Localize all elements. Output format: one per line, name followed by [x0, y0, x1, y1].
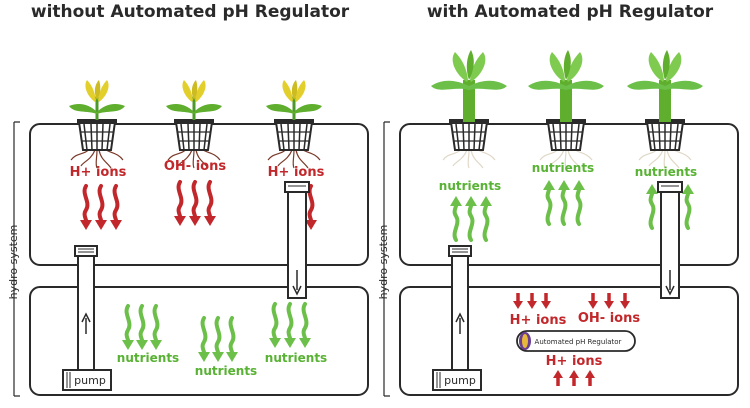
left-green-arrows-3 — [267, 302, 313, 350]
right-pump-pipe — [448, 245, 472, 371]
ph-regulator: Automated pH Regulator — [516, 330, 636, 352]
right-plant-2 — [528, 50, 604, 169]
left-bottom-label-3: nutrients — [265, 351, 327, 365]
right-pump — [432, 369, 482, 391]
right-green-arrows-1 — [448, 194, 494, 242]
right-pump-label: pump — [444, 374, 476, 387]
left-pump-label: pump — [74, 374, 106, 387]
right-return-pipe — [657, 181, 683, 299]
left-green-arrows-2 — [196, 316, 240, 364]
left-bottom-label-1: nutrients — [117, 351, 179, 365]
right-green-arrows-2 — [541, 178, 587, 226]
right-bottom-label-3: H+ ions — [546, 354, 603, 369]
right-bottom-label-1: H+ ions — [510, 313, 567, 328]
right-top-label-3: nutrients — [635, 165, 697, 179]
left-lower-tank — [29, 286, 369, 396]
right-top-label-1: nutrients — [439, 179, 501, 193]
left-top-label-3: H+ ions — [268, 165, 325, 180]
right-bottom-label-2: OH- ions — [578, 311, 640, 326]
right-lower-tank — [399, 286, 739, 396]
left-green-arrows-1 — [120, 304, 164, 352]
right-plant-3 — [627, 50, 703, 169]
right-red-arrows-1 — [511, 291, 553, 311]
left-pump-pipe — [74, 245, 98, 371]
left-red-arrows-1 — [78, 184, 124, 232]
ph-regulator-label: Automated pH Regulator — [535, 338, 622, 346]
left-plant-2 — [164, 78, 224, 169]
left-panel: without Automated pH Regulator hydro sys… — [7, 2, 369, 397]
left-top-label-1: H+ ions — [70, 165, 127, 180]
left-return-pipe — [284, 181, 310, 299]
right-top-label-2: nutrients — [532, 161, 594, 175]
left-title: without Automated pH Regulator — [31, 2, 350, 22]
left-plant-1 — [67, 78, 127, 169]
left-red-arrows-2 — [172, 180, 218, 228]
right-title: with Automated pH Regulator — [427, 2, 714, 22]
right-red-arrows-3 — [551, 368, 597, 388]
left-plant-3 — [264, 78, 324, 169]
left-top-label-2: OH- ions — [164, 159, 226, 174]
left-bottom-label-2: nutrients — [195, 364, 257, 378]
left-pump — [62, 369, 112, 391]
right-panel: with Automated pH Regulator hydro system… — [377, 2, 739, 397]
right-red-arrows-2 — [586, 291, 632, 311]
right-plant-1 — [431, 50, 507, 169]
